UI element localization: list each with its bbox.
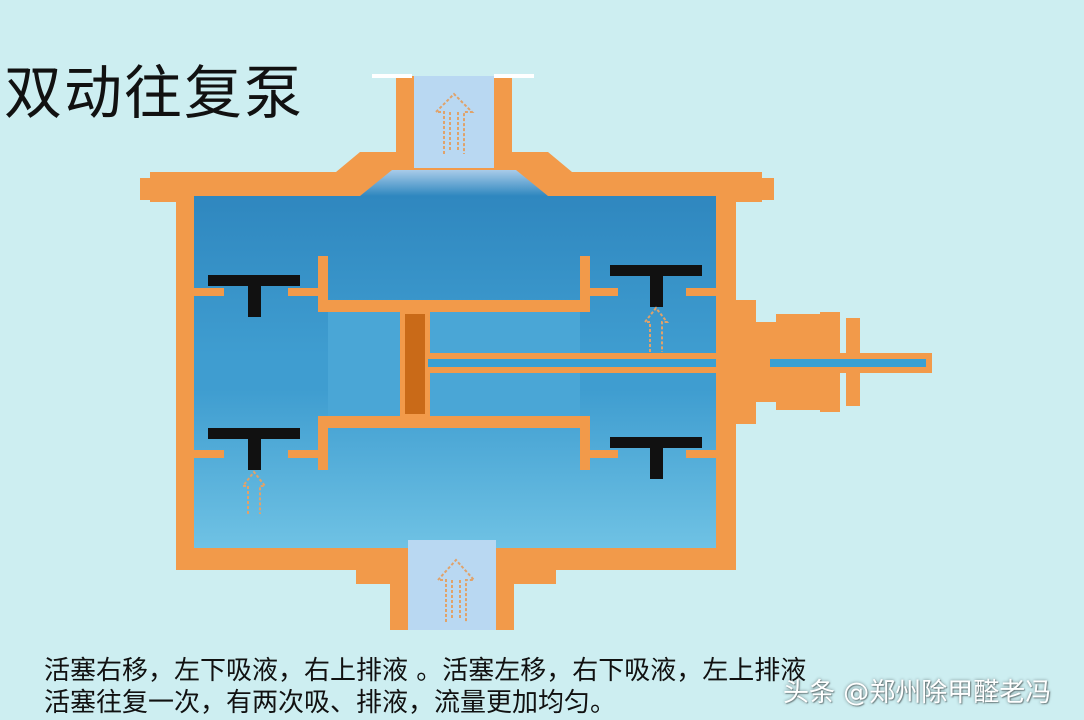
caption-line-2: 活塞往复一次，有两次吸、排液，流量更加均匀。 xyxy=(44,688,617,718)
outlet-pipe xyxy=(372,74,534,176)
flow-arrow-up-icon xyxy=(240,470,268,514)
lower-right-valve xyxy=(610,437,702,479)
watermark: 头条 @郑州除甲醛老冯 xyxy=(783,678,1052,708)
flow-arrow-up-icon xyxy=(433,92,475,154)
flow-arrow-up-icon xyxy=(642,306,670,352)
lower-left-valve xyxy=(208,428,300,470)
upper-right-valve xyxy=(610,265,702,307)
flow-arrow-up-icon xyxy=(435,558,477,622)
caption-line-1: 活塞右移，左下吸液，右上排液 。活塞左移，右下吸液，左上排液 xyxy=(44,656,807,686)
upper-left-valve xyxy=(208,275,300,317)
page-title: 双动往复泵 xyxy=(4,59,305,127)
valve-seats xyxy=(194,288,716,458)
piston xyxy=(400,312,430,416)
